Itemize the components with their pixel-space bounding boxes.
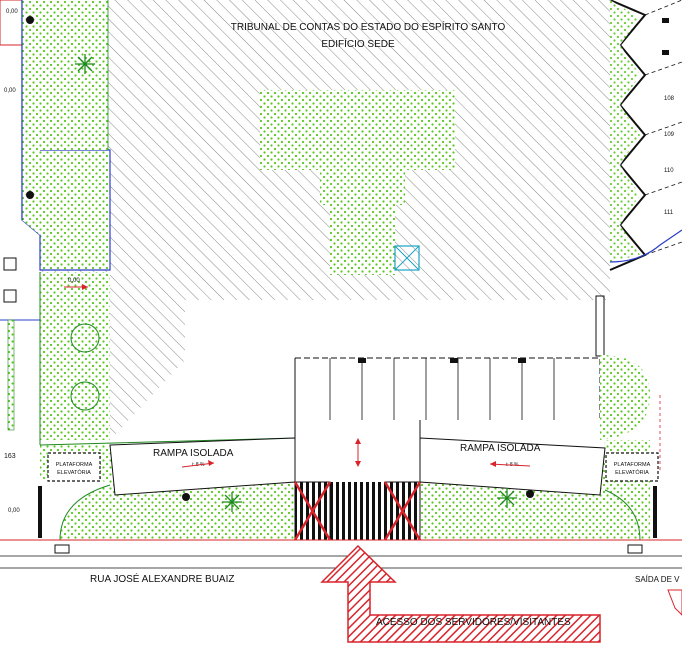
exit-label: SAÍDA DE V [635,575,680,584]
planter-circle [70,381,100,411]
parking-number: 108 [664,96,675,102]
access-arrow [320,544,601,643]
parking-number: 109 [664,132,675,138]
svg-text:ELEVATÓRIA: ELEVATÓRIA [615,469,649,476]
building-footprint [40,0,610,440]
skylight-box [394,245,420,271]
planter-circle [70,323,100,353]
left-number: 163 [4,453,16,460]
top-left-garden [22,0,108,235]
street-name: RUA JOSÉ ALEXANDRE BUAIZ [90,572,235,585]
tree-icon [497,488,517,508]
level-label: 0,00 [8,508,20,514]
left-lower-garden [40,272,110,440]
building-subtitle: EDIFÍCIO SEDE [321,37,395,50]
top-left-marker [0,0,23,46]
svg-text:PLATAFORMA: PLATAFORMA [614,462,651,468]
ramp-right-label: RAMPA ISOLADA [460,443,541,454]
parking-bays [295,357,601,420]
tree-icon [75,54,95,74]
level-label: 0,00 [4,88,16,94]
marker-icon [26,16,534,501]
level-label: 0,00 [6,9,18,15]
right-round-garden [600,355,650,440]
platform-lift-left: PLATAFORMA ELEVATÓRIA [47,452,101,482]
parking-number: 111 [664,210,674,216]
svg-text:PLATAFORMA: PLATAFORMA [56,462,93,468]
level-label: 0,00 [68,278,80,284]
building-title: TRIBUNAL DE CONTAS DO ESTADO DO ESPÍRITO… [231,20,506,33]
platform-lift-right: PLATAFORMA ELEVATÓRIA [605,452,659,482]
entrance-stairs [295,482,420,540]
parking-number: 110 [664,168,674,174]
access-label: ACESSO DOS SERVIDORES/VISITANTES [376,617,571,628]
ramp-left-label: RAMPA ISOLADA [153,448,234,459]
central-garden [260,90,455,275]
angled-parking [609,0,682,271]
svg-text:ELEVATÓRIA: ELEVATÓRIA [57,469,91,476]
tree-icon [222,492,242,512]
